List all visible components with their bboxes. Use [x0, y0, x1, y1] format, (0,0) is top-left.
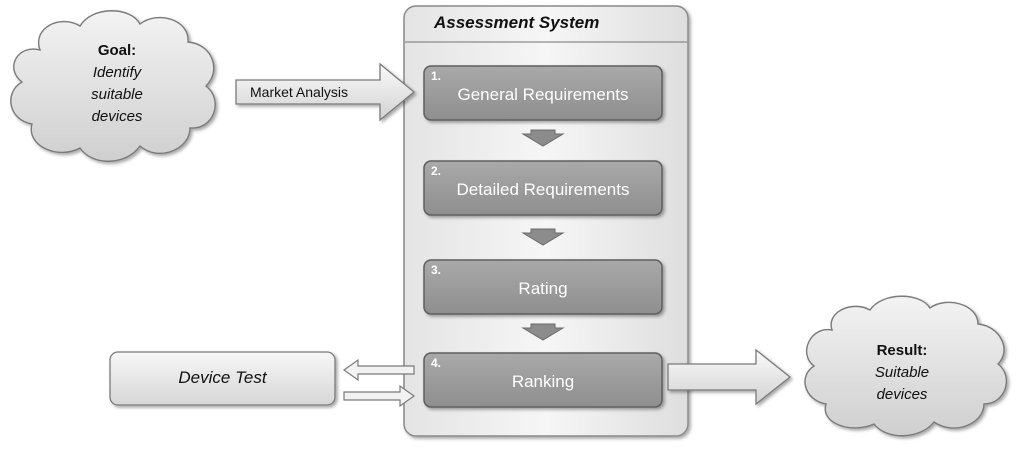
step-number: 4. — [431, 356, 442, 370]
goal-line-1: Identify — [92, 64, 142, 81]
device-test-exchange-arrows — [342, 358, 416, 408]
step-ranking: 4. Ranking — [425, 353, 661, 407]
step-label: Detailed Requirements — [456, 180, 630, 199]
device-test-box — [109, 351, 336, 406]
step-general-requirements: 1. General Requirements — [425, 66, 661, 120]
step-number: 2. — [431, 164, 442, 178]
step-label: General Requirements — [457, 85, 629, 104]
device-test-label: Device Test — [178, 368, 267, 387]
goal-heading: Goal: — [97, 42, 137, 59]
result-arrow — [667, 348, 792, 406]
panel-title: Assessment System — [434, 13, 600, 32]
market-analysis-arrow — [235, 62, 416, 122]
goal-cloud-text: Goal: Identify suitable devices — [52, 40, 182, 128]
step-label: Rating — [518, 279, 568, 298]
result-line-1: Suitable — [874, 364, 930, 381]
step-number: 3. — [431, 263, 442, 277]
step-down-arrows — [521, 129, 565, 341]
goal-cloud — [10, 10, 216, 162]
result-cloud-text: Result: Suitable devices — [836, 340, 968, 406]
market-analysis-label: Market Analysis — [250, 84, 349, 100]
step-rating: 3. Rating — [425, 260, 661, 314]
result-line-2: devices — [876, 386, 928, 403]
step-detailed-requirements: 2. Detailed Requirements — [425, 161, 661, 215]
result-heading: Result: — [876, 342, 928, 359]
goal-line-3: devices — [91, 108, 143, 125]
result-cloud — [804, 295, 1008, 437]
step-label: Ranking — [511, 372, 575, 391]
step-number: 1. — [431, 69, 442, 83]
step-boxes — [423, 65, 663, 408]
goal-line-2: suitable — [91, 86, 143, 103]
